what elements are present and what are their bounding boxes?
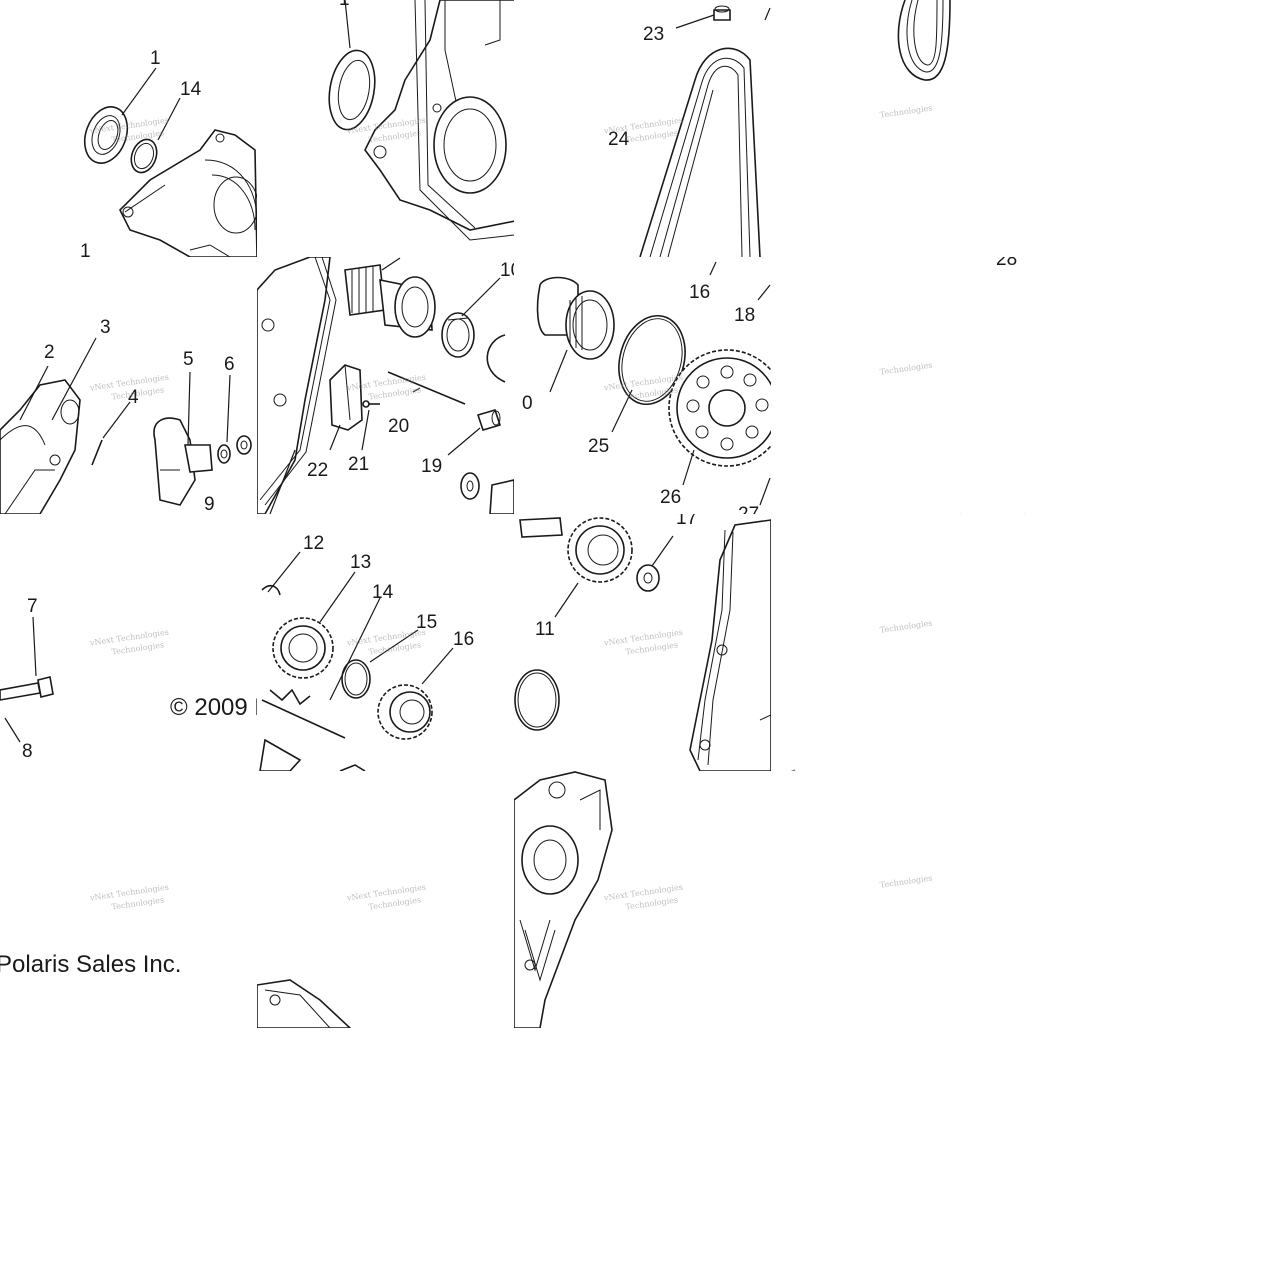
callout-9: 9 [204, 494, 215, 515]
pin-part-4 [91, 439, 103, 466]
callout-2: 2 [44, 342, 55, 363]
callout-25: 0 [522, 393, 533, 414]
tile-belt: 23 24 [608, 5, 771, 257]
callout-19: 19 [421, 456, 442, 477]
tensioner-part-5 [153, 417, 213, 506]
callout-23: 23 [643, 24, 664, 45]
callout-14b: 15 [416, 612, 437, 633]
bushing-part-19 [476, 409, 502, 431]
callout-15: 16 [453, 629, 474, 650]
tile-sprocket: 16 18 0 25 26 27 [522, 261, 771, 525]
tile-copyright: Polaris Sales Inc. [0, 951, 181, 978]
ring-part-14b [341, 659, 371, 699]
gear-part-17 [567, 517, 633, 583]
svg-text:Technologies: Technologies [879, 360, 933, 376]
callout-6: 6 [224, 354, 235, 375]
washer-part-6 [217, 435, 252, 464]
case-part-2 [0, 379, 81, 514]
seal-part-1 [83, 106, 129, 164]
svg-text:Technologies: Technologies [879, 103, 933, 119]
watermark-r3c3: Technologies [879, 873, 933, 889]
circlip-lower [514, 669, 560, 731]
callout-27: 26 [660, 487, 681, 508]
tile-ring: 28 [960, 249, 1025, 514]
tile-bolt: 7 8 © 2009 P [0, 596, 270, 762]
sprocket-part-27 [668, 349, 771, 467]
tile-lower-case [257, 979, 352, 1028]
seal-ring [328, 49, 376, 131]
callout-28a: 28 [996, 249, 1017, 270]
tile-fragment [790, 769, 796, 771]
tile-belt-top [897, 0, 951, 81]
callout-8: 8 [22, 741, 33, 762]
watermark-r3c0: vNext Technologies Technologies [88, 883, 169, 912]
washer-right [460, 472, 514, 514]
plug-part-23 [713, 5, 731, 21]
callout-1a: 1 [150, 48, 161, 69]
callout-7: 7 [27, 596, 38, 617]
watermark-r0c3: Technologies [879, 103, 933, 119]
gear-part-12 [272, 617, 334, 679]
callout-26: 25 [588, 436, 609, 457]
tile-cover-housing [514, 771, 613, 1028]
callout-17: 11 [535, 619, 555, 640]
tile-seal-case: 1 14 1 [80, 48, 257, 262]
shift-fork-part-13 [259, 688, 346, 771]
watermark-r1c3: Technologies [879, 360, 933, 376]
callout-18: 18 [734, 305, 755, 326]
svg-text:Technologies: Technologies [879, 873, 933, 889]
callout-11: 12 [303, 533, 324, 554]
callout-13: 14 [372, 582, 394, 603]
callout-16b: 17 [676, 508, 697, 529]
watermark-r3c1: vNext Technologies Technologies [345, 883, 426, 912]
clutch-cover [364, 0, 514, 241]
ring-part-14 [130, 138, 158, 174]
tile-gear-cover: 17 11 [514, 508, 771, 771]
callout-20: 20 [388, 416, 409, 437]
tile-shafts: 0 10 20 22 21 19 [257, 257, 521, 539]
washer-part-16 [636, 564, 660, 592]
gasket-housing [257, 257, 337, 514]
watermark-r2c1: vNext Technologies Technologies [345, 628, 426, 657]
callout-24: 24 [608, 129, 630, 150]
gear-part-15 [377, 684, 433, 740]
callout-3: 3 [100, 317, 111, 338]
splined-shaft [344, 264, 436, 338]
callout-4: 4 [128, 387, 139, 408]
callout-22: 22 [307, 460, 328, 481]
watermark-r2c2: vNext Technologies Technologies [602, 628, 683, 657]
case-housing [119, 129, 257, 257]
watermark-r2c0: vNext Technologies Technologies [88, 628, 169, 657]
drive-belt [639, 47, 761, 257]
watermark-r2c3: Technologies [879, 618, 933, 634]
callout-28b: 27 [738, 504, 759, 525]
watermark-r3c2: vNext Technologies Technologies [602, 883, 683, 912]
copyright-left: © 2009 P [170, 694, 270, 721]
callout-14a: 14 [180, 79, 202, 100]
callout-12: 13 [350, 552, 371, 573]
guide-part-22 [329, 364, 363, 431]
callout-21: 21 [348, 454, 369, 475]
callout-0-top: 1 [339, 0, 350, 10]
circlip-part-26 [618, 314, 686, 406]
bolt-part-7 [0, 676, 54, 701]
hub-part-25 [536, 276, 615, 360]
copyright-right: Polaris Sales Inc. [0, 951, 181, 978]
callout-10: 10 [500, 260, 521, 281]
callout-1b: 1 [80, 241, 91, 262]
tile-gears: 12 13 14 15 16 [259, 533, 474, 771]
callout-16a: 16 [689, 282, 710, 303]
outer-cover [689, 519, 771, 771]
tile-tensioner: 2 3 4 5 6 9 [0, 317, 252, 515]
svg-text:Technologies: Technologies [879, 618, 933, 634]
callout-0a: 0 [257, 518, 268, 539]
bearing-part-10 [441, 312, 475, 358]
callout-5: 5 [183, 349, 194, 370]
screw-part-21 [362, 400, 380, 408]
rod-part-20 [387, 371, 466, 405]
tile-cover: 1 [328, 0, 514, 241]
